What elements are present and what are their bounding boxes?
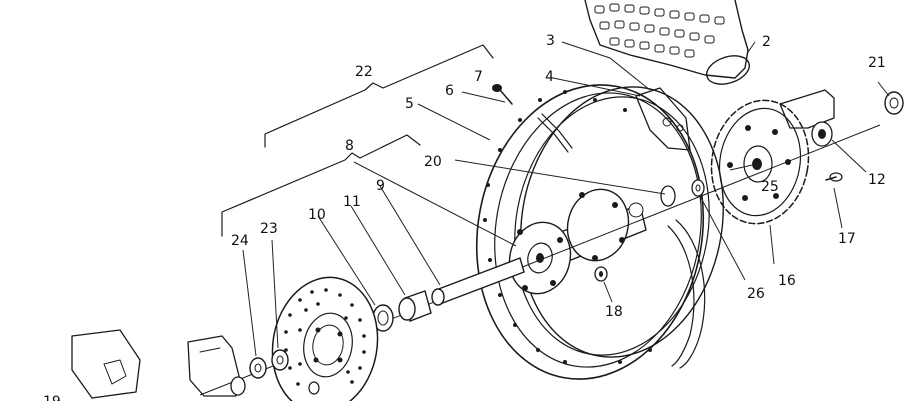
callout-5: 5 xyxy=(405,96,414,112)
callout-18: 18 xyxy=(605,304,623,320)
callout-25: 25 xyxy=(761,179,779,195)
leader-lines xyxy=(242,41,890,357)
callout-17: 17 xyxy=(838,231,856,247)
callout-7: 7 xyxy=(474,69,483,85)
brake-disc xyxy=(271,276,379,401)
bolt-18 xyxy=(594,266,608,282)
callout-20: 20 xyxy=(424,154,442,170)
tire xyxy=(584,0,751,85)
sprocket xyxy=(710,99,810,225)
right-chain-adjuster xyxy=(779,89,835,147)
callout-10: 10 xyxy=(308,207,326,223)
spacer-tube xyxy=(431,257,525,306)
callout-11: 11 xyxy=(343,194,361,210)
washer-23 xyxy=(271,349,289,371)
rim-strip xyxy=(667,219,706,369)
valve xyxy=(537,113,573,153)
sprocket-bolt xyxy=(825,172,843,182)
screw-7 xyxy=(492,84,513,105)
callout-12: 12 xyxy=(868,172,886,188)
callout-22: 22 xyxy=(355,64,373,80)
callout-labels: 2 3 4 5 6 7 8 9 10 11 12 16 17 18 19 20 … xyxy=(43,33,886,401)
callout-2: 2 xyxy=(762,34,771,50)
right-spacers xyxy=(660,179,705,207)
bracket-8 xyxy=(221,134,421,237)
callout-23: 23 xyxy=(260,221,278,237)
spacer-11 xyxy=(398,290,432,322)
callout-8: 8 xyxy=(345,138,354,154)
disc-bolt xyxy=(308,381,320,395)
callout-21: 21 xyxy=(868,55,886,71)
rim xyxy=(475,84,724,380)
axle-nut xyxy=(884,91,904,115)
callout-3: 3 xyxy=(546,33,555,49)
bracket-22 xyxy=(264,44,494,148)
callout-19: 19 xyxy=(43,394,61,401)
callout-4: 4 xyxy=(545,69,554,85)
disc-guard xyxy=(635,87,691,151)
callout-24: 24 xyxy=(231,233,249,249)
block-19 xyxy=(71,329,141,399)
left-chain-adjuster xyxy=(187,335,246,397)
callout-6: 6 xyxy=(445,83,454,99)
hub xyxy=(508,188,647,295)
callout-9: 9 xyxy=(376,178,385,194)
callout-16: 16 xyxy=(778,273,796,289)
callout-26: 26 xyxy=(747,286,765,302)
washer-24 xyxy=(249,357,267,379)
